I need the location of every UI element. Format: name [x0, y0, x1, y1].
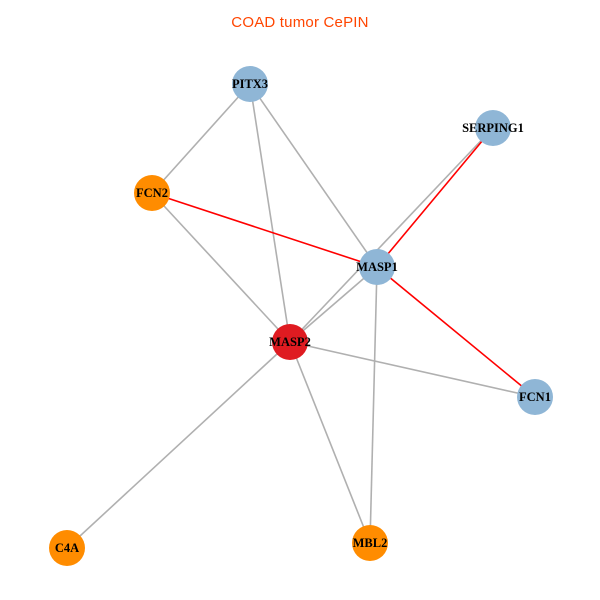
- node-FCN1: [517, 379, 553, 415]
- node-C4A: [49, 530, 85, 566]
- edge-MASP1-MASP2: [289, 266, 378, 343]
- node-MBL2: [352, 525, 388, 561]
- node-MASP2: [272, 324, 308, 360]
- edge-MASP1-MBL2: [369, 266, 378, 544]
- node-label-FCN2: FCN2: [136, 186, 168, 200]
- edge-MASP2-C4A: [66, 341, 291, 549]
- edge-PITX3-MASP1: [249, 83, 378, 268]
- node-label-MASP2: MASP2: [269, 335, 311, 349]
- edge-PITX3-MASP2: [249, 83, 291, 343]
- node-FCN2: [134, 175, 170, 211]
- edge-MASP2-MBL2: [289, 341, 371, 544]
- node-label-MASP1: MASP1: [356, 260, 398, 274]
- edge-SERPING1-MASP2: [289, 127, 494, 343]
- edge-FCN2-MASP1: [151, 192, 378, 268]
- edge-PITX3-FCN2: [151, 83, 251, 194]
- edge-FCN2-MASP2: [151, 192, 291, 343]
- edge-MASP1-FCN1: [376, 266, 536, 398]
- node-label-SERPING1: SERPING1: [462, 121, 524, 135]
- node-PITX3: [232, 66, 268, 102]
- node-label-MBL2: MBL2: [353, 536, 388, 550]
- node-label-PITX3: PITX3: [232, 77, 268, 91]
- node-MASP1: [359, 249, 395, 285]
- node-label-C4A: C4A: [55, 541, 79, 555]
- edge-SERPING1-MASP1: [376, 127, 494, 268]
- node-label-FCN1: FCN1: [519, 390, 551, 404]
- edge-MASP2-FCN1: [289, 341, 536, 398]
- node-SERPING1: [475, 110, 511, 146]
- plot-title: COAD tumor CePIN: [231, 14, 369, 31]
